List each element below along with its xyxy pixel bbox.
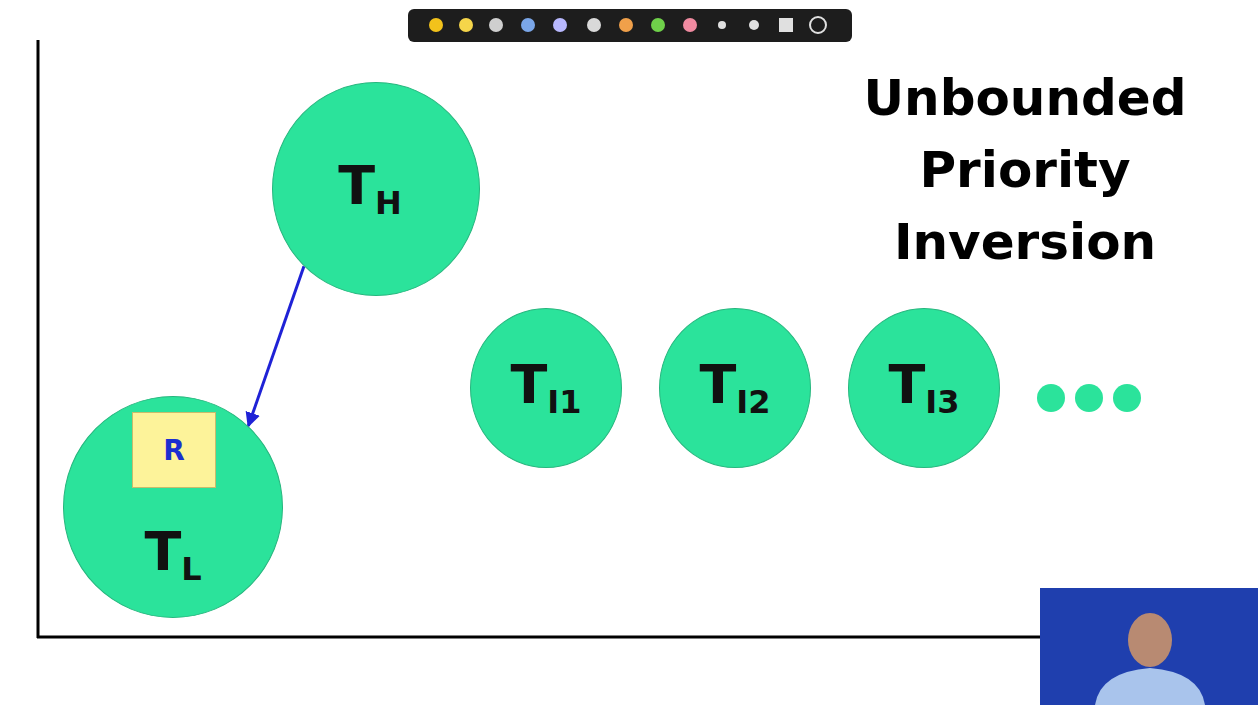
axis-line	[37, 40, 40, 638]
task-label: TL	[144, 525, 201, 585]
slide-title: Unbounded Priority Inversion	[830, 62, 1220, 278]
task-circle: TL R	[63, 396, 283, 618]
resource-box: R	[132, 412, 216, 488]
task-label: TI1	[510, 358, 581, 418]
task-label: TI2	[699, 358, 770, 418]
presenter-inset	[1040, 588, 1258, 705]
axis-line	[37, 636, 1040, 639]
task-circle: TI1	[470, 308, 622, 468]
task-circle: TH	[272, 82, 480, 296]
task-label: TH	[338, 159, 402, 219]
toolbar	[408, 9, 852, 42]
task-circle: TI3	[848, 308, 1000, 468]
task-circle: TI2	[659, 308, 811, 468]
ellipsis-dots	[1037, 384, 1141, 412]
wait-arrow	[248, 266, 304, 426]
task-label: TI3	[888, 358, 959, 418]
resource-label: R	[163, 434, 185, 467]
